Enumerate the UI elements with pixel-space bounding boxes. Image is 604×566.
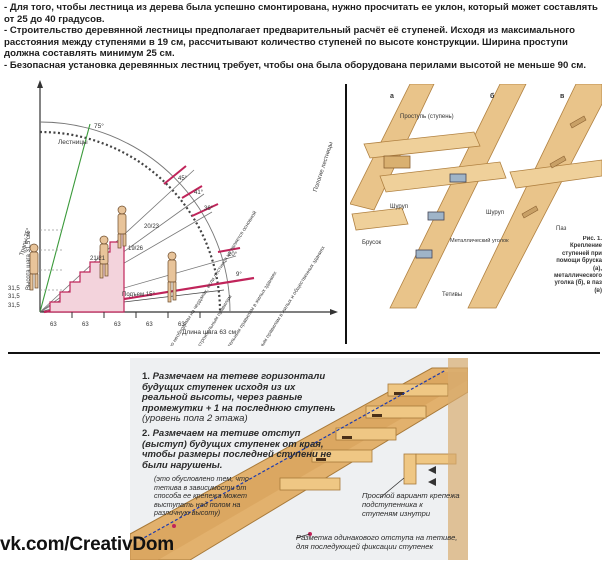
intro-paragraph-3: - Безопасная установка деревянных лестни…: [4, 59, 587, 71]
corner-label: Металлический уголок: [450, 237, 509, 244]
ratio-21-21: 21/21: [90, 256, 106, 262]
figure-caption: Рис. 1. Крепление ступеней при помощи бр…: [553, 236, 602, 294]
deg45-label: 45°: [178, 176, 188, 182]
intro-text: - Для того, чтобы лестница из дерева был…: [4, 2, 600, 72]
letter-v: в: [560, 93, 565, 100]
screw-label-1: Шуруп: [390, 204, 408, 210]
bottom-tick-5: 63: [178, 322, 185, 328]
note-text: это обусловлено тем, что тетива в зависи…: [154, 474, 249, 517]
stringers-label: Тетивы: [442, 292, 462, 298]
y-axis-label: Высота шага 31,5 см: [26, 232, 32, 290]
left-tick-1: 31,5: [8, 286, 20, 292]
left-tick-3: 31,5: [8, 303, 20, 309]
deg75-label: 75°: [94, 122, 104, 130]
metal-corner: [449, 173, 467, 183]
letter-b: б: [490, 92, 495, 100]
fastening-diagram: а б в Проступь (ступень) Шуруп Шуруп Бру…: [350, 84, 602, 310]
x-axis-label: Длина шага 63 см: [182, 329, 237, 336]
intro-paragraph-1: - Для того, чтобы лестница из дерева был…: [4, 2, 598, 25]
stringer-marking-diagram: [130, 358, 468, 560]
marking-note: (это обусловлено тем, что тетива в завис…: [154, 475, 264, 517]
step-number: 1.: [142, 371, 150, 382]
step-sub: (уровень пола 2 этажа): [142, 413, 248, 425]
ladders-label: Лестницы: [58, 139, 88, 146]
simple-variant-note: Простой вариант крепежа подступенника к …: [362, 491, 460, 518]
marking-offset-note: Разметка одинакового отступа на тетиве, …: [296, 533, 458, 551]
tread-label: Проступь (ступень): [400, 114, 454, 120]
letter-a: а: [390, 93, 394, 100]
step-number: 2.: [142, 427, 150, 439]
climber-figure: [29, 205, 177, 303]
bar-label: Брусок: [362, 240, 382, 246]
groove-label: Паз: [556, 226, 567, 232]
step-text: Размечаем на тетеве горизонтали будущих …: [142, 371, 336, 414]
gentle-stairs-label: Пологие лестницы: [313, 141, 335, 192]
deg41-label: 41°: [194, 190, 204, 196]
deg36-label: 36°: [204, 206, 214, 212]
horizontal-divider: [8, 352, 600, 354]
note-open-paren: (: [154, 474, 157, 484]
bottom-tick-2: 63: [82, 322, 89, 328]
bottom-tick-1: 63: [50, 322, 57, 328]
marking-steps: 1. Размечаем на тетеве горизонтали будущ…: [142, 371, 342, 517]
bottom-tick-4: 63: [146, 322, 153, 328]
deg9-label: 9°: [236, 272, 242, 278]
ratio-19-26: 19/26: [128, 246, 144, 252]
ratio-20-23: 20/23: [144, 224, 160, 230]
marking-step-2: 2. Размечаем на тетиве отступ (выступ) б…: [142, 427, 342, 471]
brand-watermark: vk.com/CreativDom: [0, 534, 175, 555]
slope-diagram: Высота шага 31,5 см Длина шага 63 см 31,…: [8, 80, 338, 346]
rise15-label: Подъем 15°: [122, 292, 155, 298]
vertical-divider: [345, 84, 347, 344]
left-tick-2: 31,5: [8, 294, 20, 300]
support-bar: [383, 155, 411, 169]
deg20-label: 20°: [228, 252, 238, 258]
zone-note-2: Лестницы, необходимые согласно строитель…: [152, 294, 233, 346]
bottom-tick-3: 63: [114, 322, 121, 328]
step-text: Размечаем на тетиве отступ (выступ) буду…: [142, 427, 332, 471]
screw-label-2: Шуруп: [486, 210, 504, 216]
marking-step-1: 1. Размечаем на тетеве горизонтали будущ…: [142, 371, 342, 425]
intro-paragraph-2: - Строительство деревянной лестницы пред…: [4, 25, 575, 60]
